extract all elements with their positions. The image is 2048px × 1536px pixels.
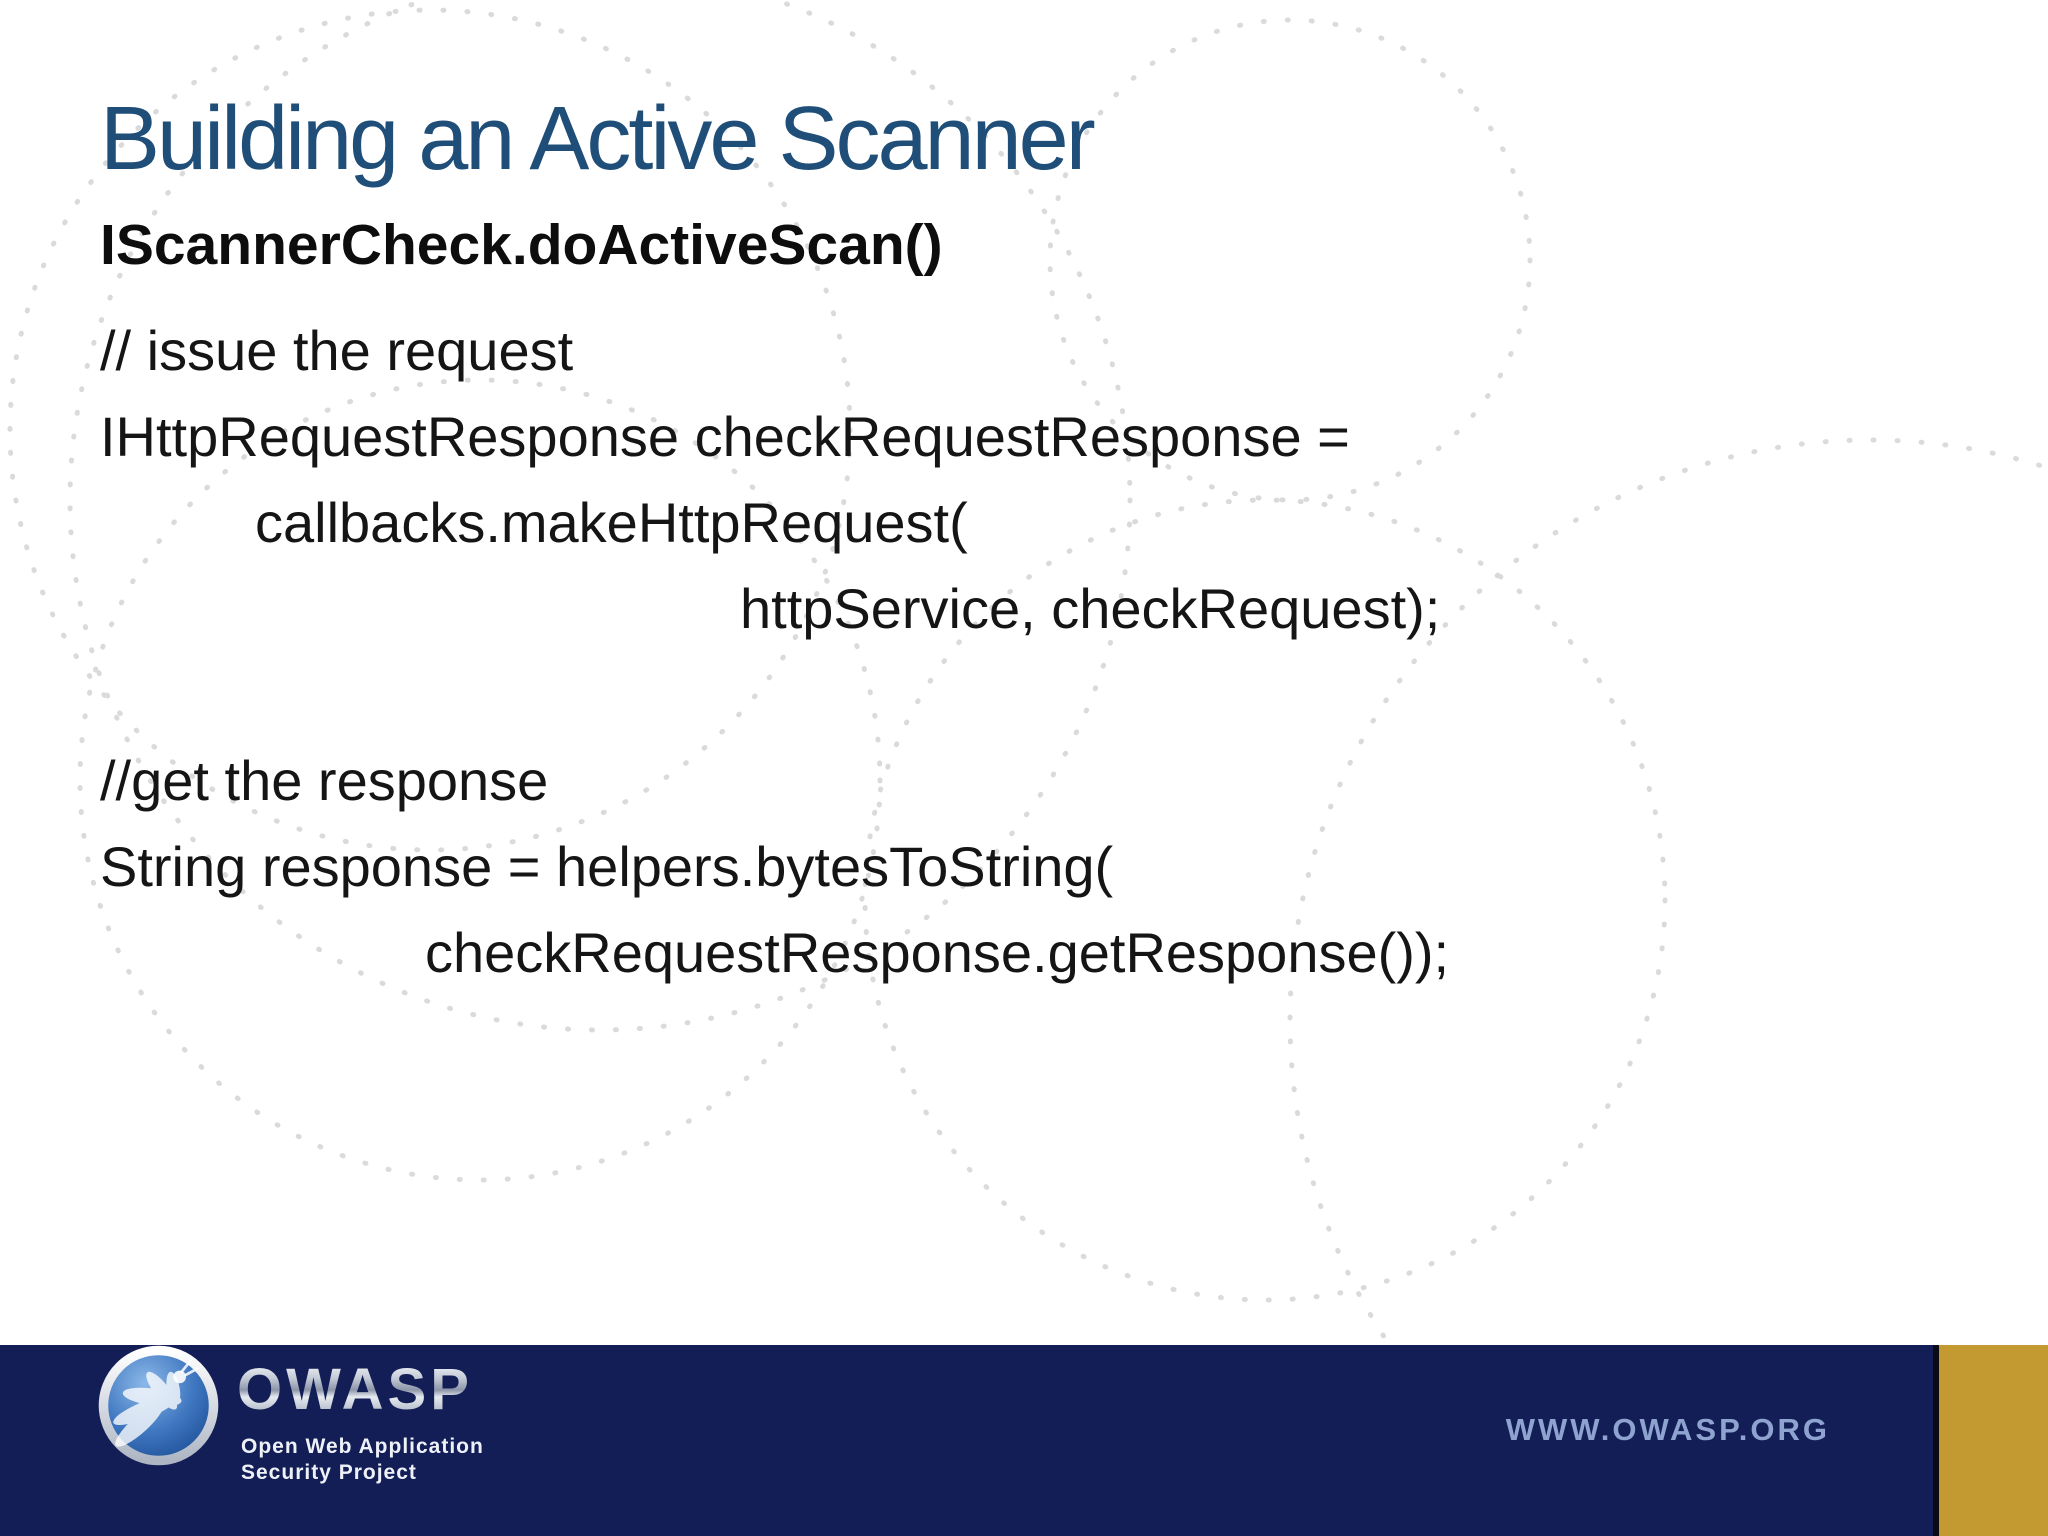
code-line: String response = helpers.bytesToString(: [100, 835, 1114, 898]
slide-title: Building an Active Scanner: [100, 89, 1096, 189]
owasp-tagline-line1: Open Web Application: [241, 1435, 484, 1458]
dotted-circle: [7, 7, 853, 853]
code-line: checkRequestResponse.getResponse());: [425, 921, 1450, 984]
code-line: IHttpRequestResponse checkRequestRespons…: [100, 405, 1350, 468]
gold-accent-block: [1933, 1345, 2048, 1536]
method-signature-heading: IScannerCheck.doActiveScan(): [100, 213, 943, 277]
code-line-blank: [100, 652, 1900, 738]
owasp-wasp-icon: [98, 1345, 219, 1466]
code-line: callbacks.makeHttpRequest(: [255, 491, 968, 554]
code-line: httpService, checkRequest);: [740, 577, 1441, 640]
code-line: //get the response: [100, 749, 549, 812]
footer-bar: OWASP Open Web Application Security Proj…: [0, 1345, 2048, 1536]
dotted-circle: [77, 377, 883, 1183]
owasp-logo: OWASP Open Web Application Security Proj…: [95, 1340, 1095, 1531]
owasp-website-url: WWW.OWASP.ORG: [1505, 1412, 1830, 1447]
owasp-wordmark: OWASP: [237, 1357, 473, 1422]
dotted-circle: [67, 0, 1133, 1033]
code-line: // issue the request: [100, 319, 574, 382]
dotted-circle: [862, 497, 1668, 1303]
dotted-circle: [1047, 17, 1533, 503]
dotted-circle: [1287, 437, 2048, 1536]
owasp-tagline-line2: Security Project: [241, 1461, 417, 1484]
code-block: // issue the request IHttpRequestRespons…: [100, 308, 1900, 996]
